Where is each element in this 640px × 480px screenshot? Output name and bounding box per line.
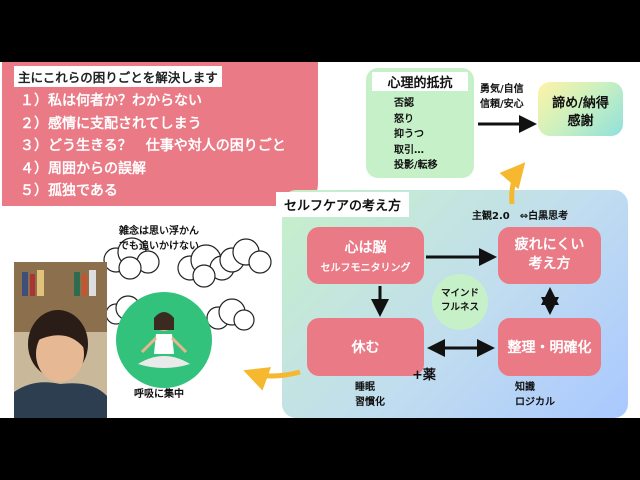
problem-item: ２）感情に支配されてしまう: [20, 115, 202, 132]
mindfulness-line2: フルネス: [440, 302, 479, 313]
meditation-figure-icon: [138, 312, 190, 368]
problems-list: １）私は何者か？わからない ２）感情に支配されてしまう ３）どう生きる？ 仕事や…: [20, 90, 286, 203]
yellow-arrow-up: [499, 162, 526, 205]
problems-title: 主にこれらの困りごとを解決します: [14, 66, 222, 87]
acceptance-line2: 感謝: [567, 114, 594, 129]
presenter-photo: [14, 262, 107, 418]
tired-less-box: 疲れにくい 考え方: [498, 227, 601, 284]
problem-item: ３）どう生きる？ 仕事や対人の困りごと: [20, 138, 286, 154]
heart-sub: セルフモニタリング: [320, 263, 411, 274]
acceptance-box: 諦め/納得 感謝: [538, 82, 623, 136]
yellow-arrow-left: [243, 367, 301, 391]
rest-note: 習慣化: [355, 397, 385, 408]
resistance-title: 心理的抵抗: [372, 72, 468, 91]
organize-box: 整理・明確化: [498, 318, 601, 376]
mindfulness-circle: マインド フルネス: [432, 274, 488, 330]
cloud-icon: [206, 298, 255, 331]
resistance-item: 取引…: [394, 144, 424, 156]
slide: 主にこれらの困りごとを解決します １）私は何者か？わからない ２）感情に支配され…: [0, 62, 640, 418]
problem-item: ４）周囲からの誤解: [20, 160, 146, 177]
resistance-item: 怒り: [394, 113, 414, 125]
courage-line1: 勇気/自信: [480, 84, 524, 95]
selfcare-title: セルフケアの考え方: [276, 192, 410, 217]
courage-label: 勇気/自信 信頼/安心: [480, 82, 524, 112]
organize-title: 整理・明確化: [507, 340, 592, 356]
problem-item: １）私は何者か？わからない: [20, 93, 202, 109]
heart-title: 心は脳: [344, 240, 387, 256]
thought-line1: 雑念は思い浮かん: [119, 226, 199, 237]
acceptance-line1: 諦め/納得: [552, 96, 609, 111]
resistance-list: 否認 怒り 抑うつ 取引… 投影/転移: [394, 96, 438, 174]
subjectivity-label: 主観2.0 ⇔白黒思考: [472, 211, 569, 222]
problems-panel: 主にこれらの困りごとを解決します １）私は何者か？わからない ２）感情に支配され…: [2, 62, 318, 206]
rest-notes: 睡眠 習慣化: [355, 380, 385, 410]
organize-note: 知識: [515, 382, 535, 393]
mindfulness-line1: マインド: [440, 288, 479, 299]
resistance-item: 否認: [394, 98, 414, 109]
thought-caption: 雑念は思い浮かん でも追いかけない: [104, 224, 214, 254]
meditation-illustration: [116, 292, 212, 388]
connector-arrows: [243, 115, 559, 391]
problem-item: ５）孤独である: [20, 183, 118, 199]
rest-note: 睡眠: [355, 382, 375, 393]
thought-line2: でも追いかけない: [119, 241, 199, 252]
tired-line1: 疲れにくい: [514, 237, 585, 253]
resistance-box: 心理的抵抗 否認 怒り 抑うつ 取引… 投影/転移: [366, 68, 474, 178]
medicine-label: +薬: [412, 368, 436, 383]
resistance-item: 抑うつ: [394, 129, 424, 140]
rest-title: 休む: [351, 340, 380, 356]
resistance-item: 投影/転移: [394, 160, 438, 171]
cloud-icon: [219, 238, 272, 274]
heart-is-brain-box: 心は脳 セルフモニタリング: [307, 227, 424, 284]
tired-line2: 考え方: [528, 256, 571, 272]
meditation-label: 呼吸に集中: [134, 389, 184, 400]
acceptance-text: 諦め/納得 感謝: [538, 95, 623, 131]
rest-box: 休む: [307, 318, 424, 376]
organize-notes: 知識 ロジカル: [515, 380, 555, 410]
courage-line2: 信頼/安心: [480, 99, 524, 110]
cloud-icon: [103, 237, 160, 280]
organize-note: ロジカル: [515, 397, 555, 408]
